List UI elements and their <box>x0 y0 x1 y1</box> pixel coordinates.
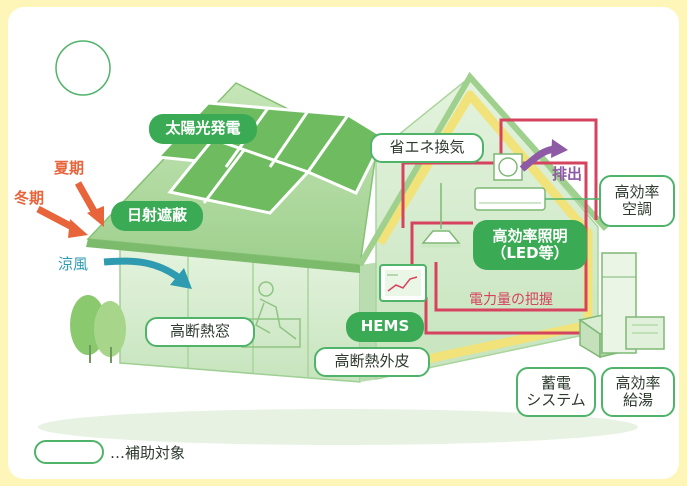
water-heater-label: 高効率 給湯 <box>601 367 675 417</box>
legend: …補助対象 <box>34 440 185 464</box>
empty-circle-marker <box>55 40 111 96</box>
solar-power-label: 太陽光発電 <box>149 114 257 144</box>
water-heater-unit <box>601 252 665 354</box>
insulated-envelope-label: 高断熱外皮 <box>314 347 430 377</box>
legend-text: …補助対象 <box>110 443 186 462</box>
summer-label: 夏期 <box>54 159 85 177</box>
exhaust-label: 排出 <box>552 165 583 183</box>
legend-swatch <box>34 440 104 464</box>
diagram-panel: 太陽光発電 日射遮蔽 省エネ換気 排出 高効率 空調 高効率照明 （LED等） … <box>8 7 679 479</box>
solar-shading-label: 日射遮蔽 <box>111 201 203 231</box>
window-frames <box>187 254 309 377</box>
insulated-window-label: 高断熱窓 <box>145 317 255 347</box>
ventilation-label: 省エネ換気 <box>370 133 484 163</box>
gable-roof-edge <box>357 71 609 267</box>
breeze-arrow <box>103 257 181 280</box>
ground-shadow <box>38 409 638 445</box>
ventilation-fan <box>493 153 523 181</box>
winter-label: 冬期 <box>14 189 45 207</box>
hems-monitor <box>379 264 427 302</box>
roof-edge <box>86 239 360 273</box>
pendant-light <box>421 183 461 248</box>
sunlight-arrows <box>36 181 104 238</box>
hems-label: HEMS <box>346 312 424 342</box>
breeze-arrowhead <box>170 268 192 289</box>
exhaust-arrowhead <box>551 139 568 158</box>
cool-breeze-label: 涼風 <box>58 255 89 273</box>
storage-system-label: 蓄電 システム <box>516 367 596 417</box>
exhaust-arrow <box>519 145 555 172</box>
efficient-lighting-label: 高効率照明 （LED等） <box>473 220 587 270</box>
air-conditioner-unit <box>474 187 546 211</box>
trees <box>70 295 126 363</box>
efficient-aircon-label: 高効率 空調 <box>599 175 675 227</box>
power-monitoring-label: 電力量の把握 <box>469 292 553 308</box>
